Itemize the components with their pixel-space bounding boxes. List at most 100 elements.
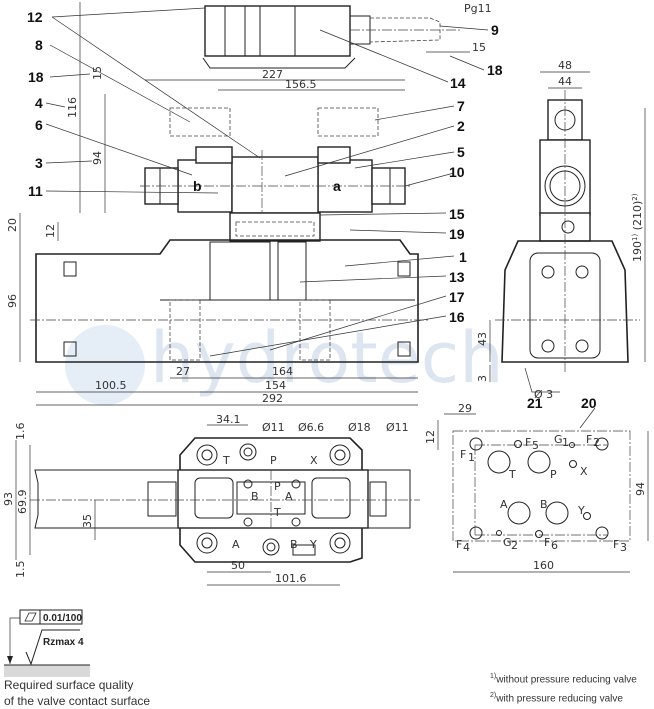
svg-text:B: B: [251, 490, 259, 503]
svg-text:3: 3: [35, 155, 43, 171]
svg-text:1: 1: [562, 436, 569, 449]
svg-text:69.9: 69.9: [16, 490, 29, 515]
svg-text:1: 1: [459, 249, 467, 265]
svg-text:164: 164: [272, 365, 293, 378]
svg-text:X: X: [310, 454, 318, 467]
svg-text:A: A: [285, 490, 293, 503]
svg-text:12: 12: [27, 9, 43, 25]
leader-lines: [45, 7, 596, 429]
svg-text:X: X: [580, 465, 588, 478]
svg-text:1: 1: [468, 451, 475, 464]
svg-text:94: 94: [91, 151, 104, 165]
svg-text:1.6: 1.6: [14, 423, 27, 441]
svg-text:34.1: 34.1: [216, 413, 241, 426]
svg-text:8: 8: [35, 37, 43, 53]
svg-text:1901) (210)2): 1901) (210)2): [631, 193, 644, 262]
svg-text:227: 227: [262, 68, 283, 81]
svg-text:44: 44: [558, 75, 572, 88]
svg-text:9: 9: [491, 22, 499, 38]
svg-text:Ø11: Ø11: [386, 421, 409, 434]
top-view: T P X B A P T A B Y 34.1 Ø11 Ø6.6 Ø18 Ø1…: [2, 413, 420, 586]
svg-text:4: 4: [463, 541, 470, 554]
svg-text:6: 6: [35, 117, 43, 133]
svg-text:15: 15: [449, 206, 465, 222]
svg-text:12: 12: [424, 430, 437, 444]
svg-text:B: B: [540, 498, 548, 511]
svg-text:11: 11: [28, 183, 43, 199]
svg-text:F: F: [525, 436, 531, 449]
footnotes: 1)without pressure reducing valve 2)with…: [490, 669, 637, 708]
svg-text:5: 5: [532, 439, 539, 452]
svg-text:hydrotech: hydrotech: [150, 317, 504, 399]
end-view: 48 44 1901) (210)2) 43 3 Ø 3: [476, 59, 646, 401]
svg-text:T: T: [508, 468, 516, 481]
svg-text:F: F: [544, 536, 550, 549]
watermark: hydrotech: [65, 317, 504, 405]
svg-text:F: F: [456, 538, 462, 551]
svg-text:2: 2: [457, 118, 465, 134]
svg-text:100.5: 100.5: [95, 379, 127, 392]
svg-text:27: 27: [176, 365, 190, 378]
svg-text:Ø11: Ø11: [262, 421, 285, 434]
svg-text:B: B: [290, 538, 298, 551]
svg-text:A: A: [500, 498, 508, 511]
svg-text:13: 13: [449, 269, 465, 285]
svg-text:12: 12: [44, 224, 57, 238]
svg-text:Ø18: Ø18: [348, 421, 371, 434]
svg-text:93: 93: [2, 492, 15, 506]
svg-text:b: b: [193, 178, 202, 194]
svg-text:a: a: [333, 178, 341, 194]
svg-text:Y: Y: [577, 504, 585, 517]
svg-text:96: 96: [6, 294, 19, 308]
svg-text:T: T: [273, 506, 281, 519]
caption-line-2: of the valve contact surface: [4, 694, 151, 708]
svg-text:1.5: 1.5: [14, 561, 27, 579]
svg-text:P: P: [274, 480, 281, 493]
svg-text:F: F: [460, 448, 466, 461]
surface-quality-symbol: 0.01/100 Rzmax 4: [4, 609, 90, 677]
svg-text:15: 15: [91, 66, 104, 80]
svg-text:P: P: [550, 468, 557, 481]
svg-text:94: 94: [634, 482, 647, 496]
svg-text:4: 4: [35, 95, 43, 111]
svg-text:6: 6: [551, 539, 558, 552]
svg-text:F: F: [586, 433, 592, 446]
svg-text:35: 35: [81, 514, 94, 528]
svg-text:48: 48: [558, 59, 572, 72]
svg-text:G: G: [554, 433, 563, 446]
svg-text:17: 17: [449, 289, 465, 305]
svg-text:2: 2: [593, 436, 600, 449]
svg-text:Rzmax 4: Rzmax 4: [43, 637, 84, 648]
svg-text:3: 3: [620, 541, 627, 554]
svg-text:16: 16: [449, 309, 465, 325]
svg-text:50: 50: [231, 559, 245, 572]
svg-text:29: 29: [458, 402, 472, 415]
svg-text:20: 20: [581, 395, 597, 411]
svg-text:18: 18: [487, 62, 503, 78]
svg-text:116: 116: [66, 97, 79, 118]
svg-text:156.5: 156.5: [285, 78, 317, 91]
svg-text:Y: Y: [309, 538, 317, 551]
svg-text:A: A: [232, 538, 240, 551]
side-view: 227 156.5 116 94 15 20 12 96 100.5 27 16…: [6, 2, 492, 406]
svg-text:10: 10: [449, 164, 465, 180]
svg-text:P: P: [270, 454, 277, 467]
svg-text:3: 3: [476, 375, 489, 382]
footnote-1: 1)without pressure reducing valve: [490, 673, 637, 686]
svg-text:154: 154: [265, 379, 286, 392]
svg-text:7: 7: [457, 98, 465, 114]
svg-text:292: 292: [262, 392, 283, 405]
svg-text:21: 21: [527, 395, 543, 411]
svg-text:160: 160: [533, 559, 554, 572]
svg-text:Pg11: Pg11: [464, 2, 492, 15]
svg-text:20: 20: [6, 218, 19, 232]
svg-text:2: 2: [511, 539, 518, 552]
svg-text:Ø6.6: Ø6.6: [298, 421, 324, 434]
svg-text:19: 19: [449, 226, 465, 242]
svg-text:F: F: [613, 538, 619, 551]
svg-text:43: 43: [476, 332, 489, 346]
svg-text:0.01/100: 0.01/100: [43, 613, 82, 624]
svg-text:15: 15: [472, 41, 486, 54]
